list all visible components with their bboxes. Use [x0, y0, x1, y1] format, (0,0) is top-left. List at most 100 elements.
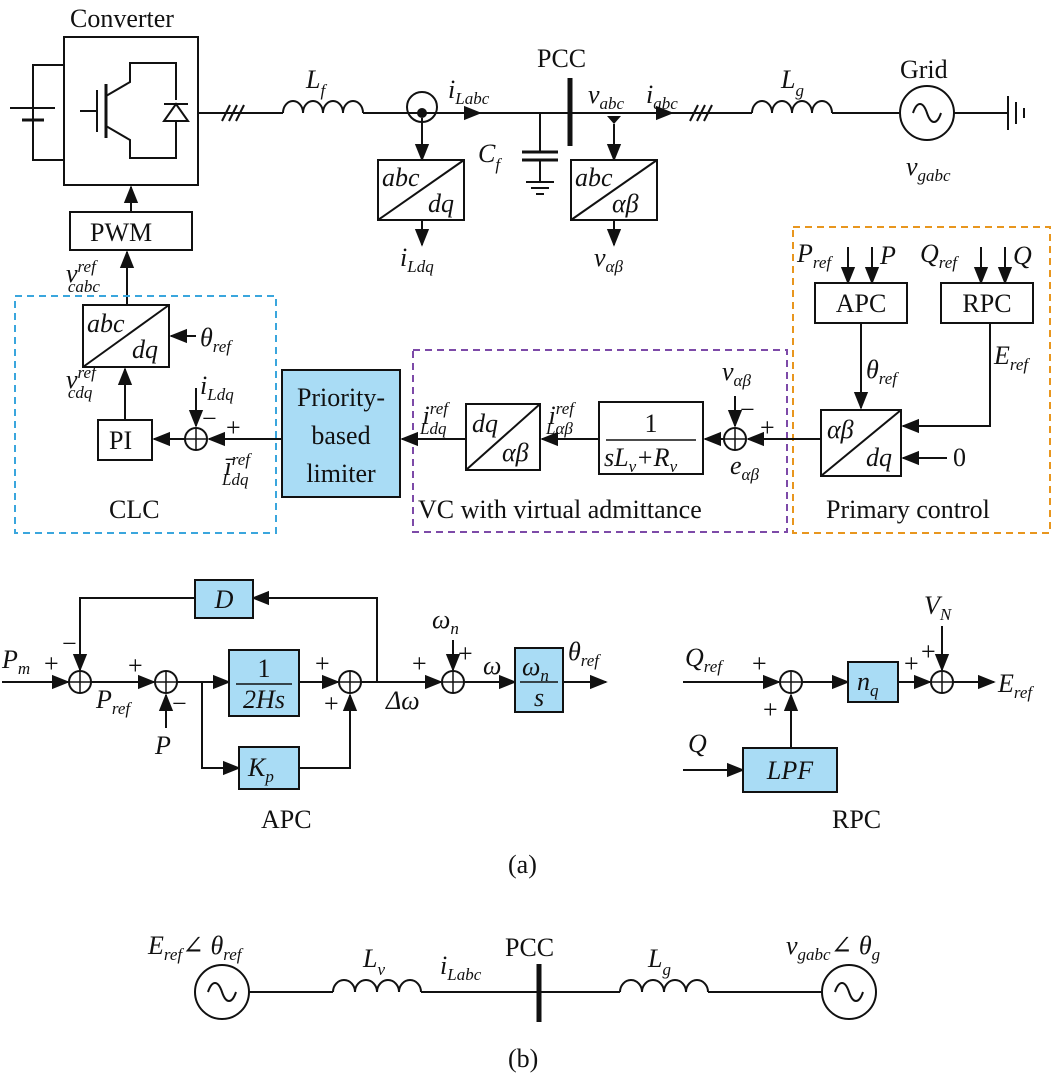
virtual-admittance-block: 1 sLv+Rv	[598, 401, 704, 476]
rpc-plus-4: +	[763, 695, 778, 724]
vc-dq-alphabeta-transform: dq αβ	[465, 403, 541, 471]
nq-label: nq	[857, 667, 879, 700]
src-right-wave-icon	[834, 982, 864, 1002]
rpc-caption: RPC	[832, 805, 881, 834]
svg-text:dq: dq	[472, 409, 498, 438]
rpc-block	[940, 282, 1034, 324]
src-right-label: vgabc∠ θg	[786, 931, 880, 964]
ilabc-label: iLabc	[448, 75, 490, 108]
vc-label: VC with virtual admittance	[418, 495, 702, 524]
svg-text:2Hs: 2Hs	[243, 685, 285, 714]
minus-sign: −	[202, 404, 217, 433]
omega-label: ω	[483, 651, 501, 680]
src-left-wave-icon	[207, 982, 237, 1002]
vgabc-label: vgabc	[906, 152, 951, 185]
rpc-detail: Qref + nq + VN + Eref Q LPF + RPC	[683, 591, 1034, 834]
cf-label: Cf	[478, 139, 502, 174]
three-phase-mark	[221, 104, 245, 122]
apc-minus-2: −	[172, 689, 187, 718]
rpc-block-label: RPC	[962, 289, 1011, 318]
kp-block	[238, 746, 300, 790]
apc-plus-3: +	[315, 649, 330, 678]
rpc-eref-label: Eref	[997, 669, 1034, 702]
rpc-qref-label: Qref	[685, 643, 724, 676]
valphabeta-output-label: vαβ	[594, 243, 623, 276]
apc-p-label: P	[154, 731, 171, 760]
svg-text:dq: dq	[866, 443, 892, 472]
abc-alphabeta-transform: abc αβ	[570, 159, 658, 221]
bottom-pcc-label: PCC	[505, 933, 554, 962]
svg-text:1: 1	[258, 654, 271, 683]
grid-label: Grid	[900, 55, 948, 84]
caption-b: (b)	[508, 1044, 538, 1073]
svg-text:1: 1	[645, 409, 658, 438]
equivalent-circuit: Eref∠ θref Lv iLabc PCC Lg vgabc∠ θg	[147, 931, 880, 1022]
lg-label: Lg	[780, 65, 804, 100]
svg-text:αβ: αβ	[827, 415, 854, 444]
apc-theta-label: θref	[568, 637, 601, 670]
q-input-label: Q	[1013, 241, 1032, 270]
p-input-label: P	[879, 241, 896, 270]
rpc-plus-2: +	[904, 649, 919, 678]
omega-n-label: ωn	[432, 605, 459, 638]
limiter-line-1: Priority-	[297, 383, 385, 412]
src-left-label: Eref∠ θref	[147, 931, 244, 964]
apc-detail: Pm + − Pref + − P 1 2Hs + Kp +	[1, 579, 608, 834]
nq-block	[847, 661, 899, 703]
diode-icon	[162, 102, 190, 122]
e-alphabeta-label: eαβ	[730, 451, 759, 484]
damping-to-sum1-arrow	[72, 597, 195, 672]
rpc-q-label: Q	[688, 729, 707, 758]
ildq-feedback-label: iLdq	[200, 371, 234, 404]
svg-text:s: s	[534, 683, 544, 712]
svg-text:abc: abc	[87, 309, 125, 338]
damping-block	[194, 579, 254, 619]
bottom-ilabc-label: iLabc	[440, 951, 482, 984]
pcc-label: PCC	[537, 44, 586, 73]
pref-input-label: Pref	[796, 239, 833, 272]
kp-branch-arrow	[201, 682, 241, 776]
converter-label: Converter	[70, 4, 174, 33]
apc-block-label: APC	[836, 289, 887, 318]
primary-alphabeta-dq-transform: αβ dq	[820, 409, 902, 477]
svg-text:ωn: ωn	[522, 652, 549, 685]
ground-icon	[1007, 96, 1025, 130]
clc-dq-abc-transform: abc dq	[82, 304, 170, 368]
bottom-grid-inductor-lg	[619, 979, 709, 993]
svg-text:dq: dq	[428, 189, 454, 218]
igbt-icon	[80, 62, 177, 159]
apc-plus-6: +	[458, 639, 473, 668]
svg-text:abc: abc	[575, 163, 613, 192]
primary-control-region	[792, 226, 1051, 534]
theta-ref-primary-label: θref	[866, 355, 899, 388]
pm-label: Pm	[1, 645, 30, 678]
apc-minus-1: −	[62, 629, 77, 658]
primary-control-label: Primary control	[826, 495, 990, 524]
filter-capacitor-cf	[522, 113, 558, 195]
pwm-block	[69, 211, 193, 251]
voltage-sensor-icon	[607, 116, 621, 124]
apc-caption: APC	[261, 805, 312, 834]
apc-pref-label: Pref	[95, 685, 132, 718]
svg-text:abc: abc	[382, 163, 420, 192]
svg-text:αβ: αβ	[502, 438, 529, 467]
abc-dq-transform-current: abc dq	[377, 159, 465, 221]
power-stage: Converter Lf	[10, 4, 1025, 276]
theta-ref-clc-label: θref	[200, 323, 233, 356]
filter-inductor-lf	[282, 100, 364, 114]
pi-block	[97, 419, 153, 461]
caption-a: (a)	[508, 850, 537, 879]
priority-limiter-block	[281, 369, 401, 498]
virtual-inductor-lv	[332, 979, 422, 993]
three-phase-mark-2	[689, 104, 713, 122]
grid-inductor-lg	[751, 100, 833, 114]
ildq-output-label: iLdq	[400, 243, 434, 276]
apc-block	[814, 282, 908, 324]
pi-label: PI	[109, 426, 132, 455]
